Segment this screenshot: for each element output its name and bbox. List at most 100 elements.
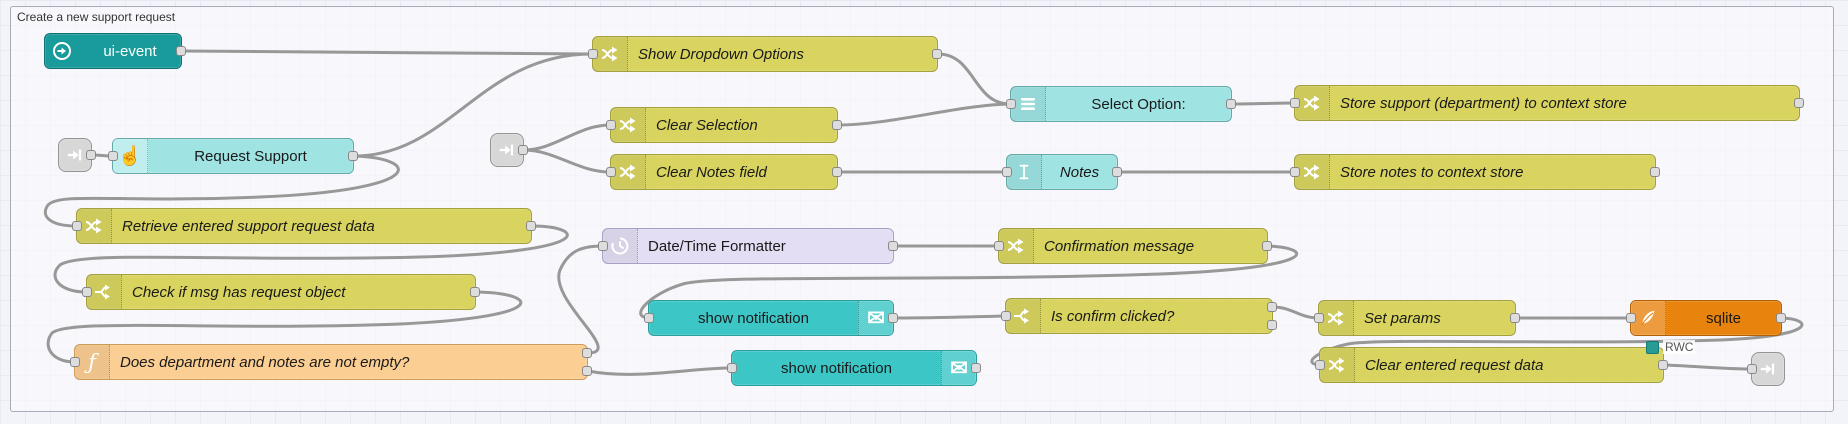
wire[interactable] [936,52,1012,106]
output-port[interactable] [176,46,186,56]
node-store-notes-context[interactable]: Store notes to context store [1290,154,1660,190]
switch-icon [87,275,122,309]
output-port[interactable] [888,313,898,323]
node-label: Store notes to context store [1340,163,1524,181]
input-port[interactable] [1314,313,1324,323]
output-port-1[interactable] [1267,302,1277,312]
output-port[interactable] [1226,99,1236,109]
node-show-notification-2[interactable]: show notification ✉ [727,350,981,386]
node-label: sqlite [1705,309,1742,327]
wire[interactable] [1230,101,1296,106]
node-label: Does department and notes are not empty? [120,353,410,371]
wire[interactable] [1271,305,1320,320]
clock-icon [603,229,638,263]
input-port[interactable] [1001,311,1011,321]
output-port[interactable] [1650,167,1660,177]
node-select-option[interactable]: Select Option: [1006,86,1236,122]
output-port[interactable] [888,241,898,251]
input-port[interactable] [108,151,118,161]
input-port[interactable] [1290,167,1300,177]
wire[interactable] [892,314,1007,320]
output-port[interactable] [470,287,480,297]
envelope-icon: ✉ [858,301,893,335]
wire[interactable] [836,102,1012,127]
input-port[interactable] [1006,99,1016,109]
output-port[interactable] [832,167,842,177]
sqlite-status: RWC [1646,340,1696,354]
link-in-node-2[interactable] [490,133,528,167]
input-port[interactable] [727,363,737,373]
node-notes[interactable]: Notes [1002,154,1122,190]
input-port[interactable] [1290,98,1300,108]
change-icon [611,108,646,142]
output-port[interactable] [526,221,536,231]
input-port[interactable] [588,49,598,59]
node-check-request-object[interactable]: Check if msg has request object [82,274,480,310]
node-show-notification-1[interactable]: show notification ✉ [644,300,898,336]
output-port-2[interactable] [1267,320,1277,330]
switch-icon [1006,299,1041,333]
change-icon [999,229,1034,263]
input-port[interactable] [1747,364,1757,374]
dropdown-icon [1011,87,1046,121]
input-port[interactable] [994,241,1004,251]
input-port[interactable] [1315,360,1325,370]
node-set-params[interactable]: Set params [1314,300,1520,336]
wire[interactable] [43,154,400,228]
output-port[interactable] [86,150,96,160]
output-port[interactable] [348,151,358,161]
input-port[interactable] [72,221,82,231]
link-out-node[interactable] [1747,352,1785,386]
wire[interactable] [1662,363,1753,371]
wire[interactable] [522,148,612,174]
output-port[interactable] [1776,313,1786,323]
input-port[interactable] [598,241,608,251]
node-ui-event[interactable]: ui-event [44,33,186,69]
output-port[interactable] [932,49,942,59]
node-is-confirm-clicked[interactable]: Is confirm clicked? [1001,298,1277,334]
wire[interactable] [586,366,733,376]
status-text: RWC [1663,340,1696,354]
input-port[interactable] [1002,167,1012,177]
wire[interactable] [180,49,594,56]
input-port[interactable] [606,167,616,177]
input-port[interactable] [644,313,654,323]
wire[interactable] [557,244,604,355]
output-port[interactable] [971,363,981,373]
output-port-2[interactable] [582,366,592,376]
node-confirmation-message[interactable]: Confirmation message [994,228,1272,264]
output-port[interactable] [1658,360,1668,370]
input-port[interactable] [606,120,616,130]
input-port[interactable] [82,287,92,297]
wire[interactable] [46,290,523,364]
input-port[interactable] [1626,313,1636,323]
output-port[interactable] [1794,98,1804,108]
node-request-support[interactable]: ☝ Request Support [108,138,358,174]
link-in-node-1[interactable] [58,138,96,172]
node-sqlite[interactable]: sqlite [1626,300,1786,336]
wire[interactable] [53,224,569,294]
node-clear-selection[interactable]: Clear Selection [606,107,842,143]
node-label: Is confirm clicked? [1051,307,1175,325]
input-port[interactable] [70,357,80,367]
output-port[interactable] [1112,167,1122,177]
output-port[interactable] [1510,313,1520,323]
node-label: Retrieve entered support request data [122,217,375,235]
wire[interactable] [639,244,1299,320]
wire[interactable] [522,123,612,152]
output-port[interactable] [518,145,528,155]
node-clear-notes-field[interactable]: Clear Notes field [606,154,842,190]
node-label: Clear Notes field [656,163,767,181]
node-retrieve-request-data[interactable]: Retrieve entered support request data [72,208,536,244]
text-cursor-icon [1007,155,1042,189]
node-show-dropdown-options[interactable]: Show Dropdown Options [588,36,942,72]
output-port[interactable] [1262,241,1272,251]
function-icon: ƒ [75,345,110,379]
node-clear-entered-data[interactable]: Clear entered request data [1315,347,1668,383]
output-port[interactable] [832,120,842,130]
node-store-support-context[interactable]: Store support (department) to context st… [1290,85,1804,121]
node-datetime-formatter[interactable]: Date/Time Formatter [598,228,898,264]
node-department-notes-check[interactable]: ƒ Does department and notes are not empt… [70,344,592,380]
output-port-1[interactable] [582,348,592,358]
wire[interactable] [352,52,594,158]
